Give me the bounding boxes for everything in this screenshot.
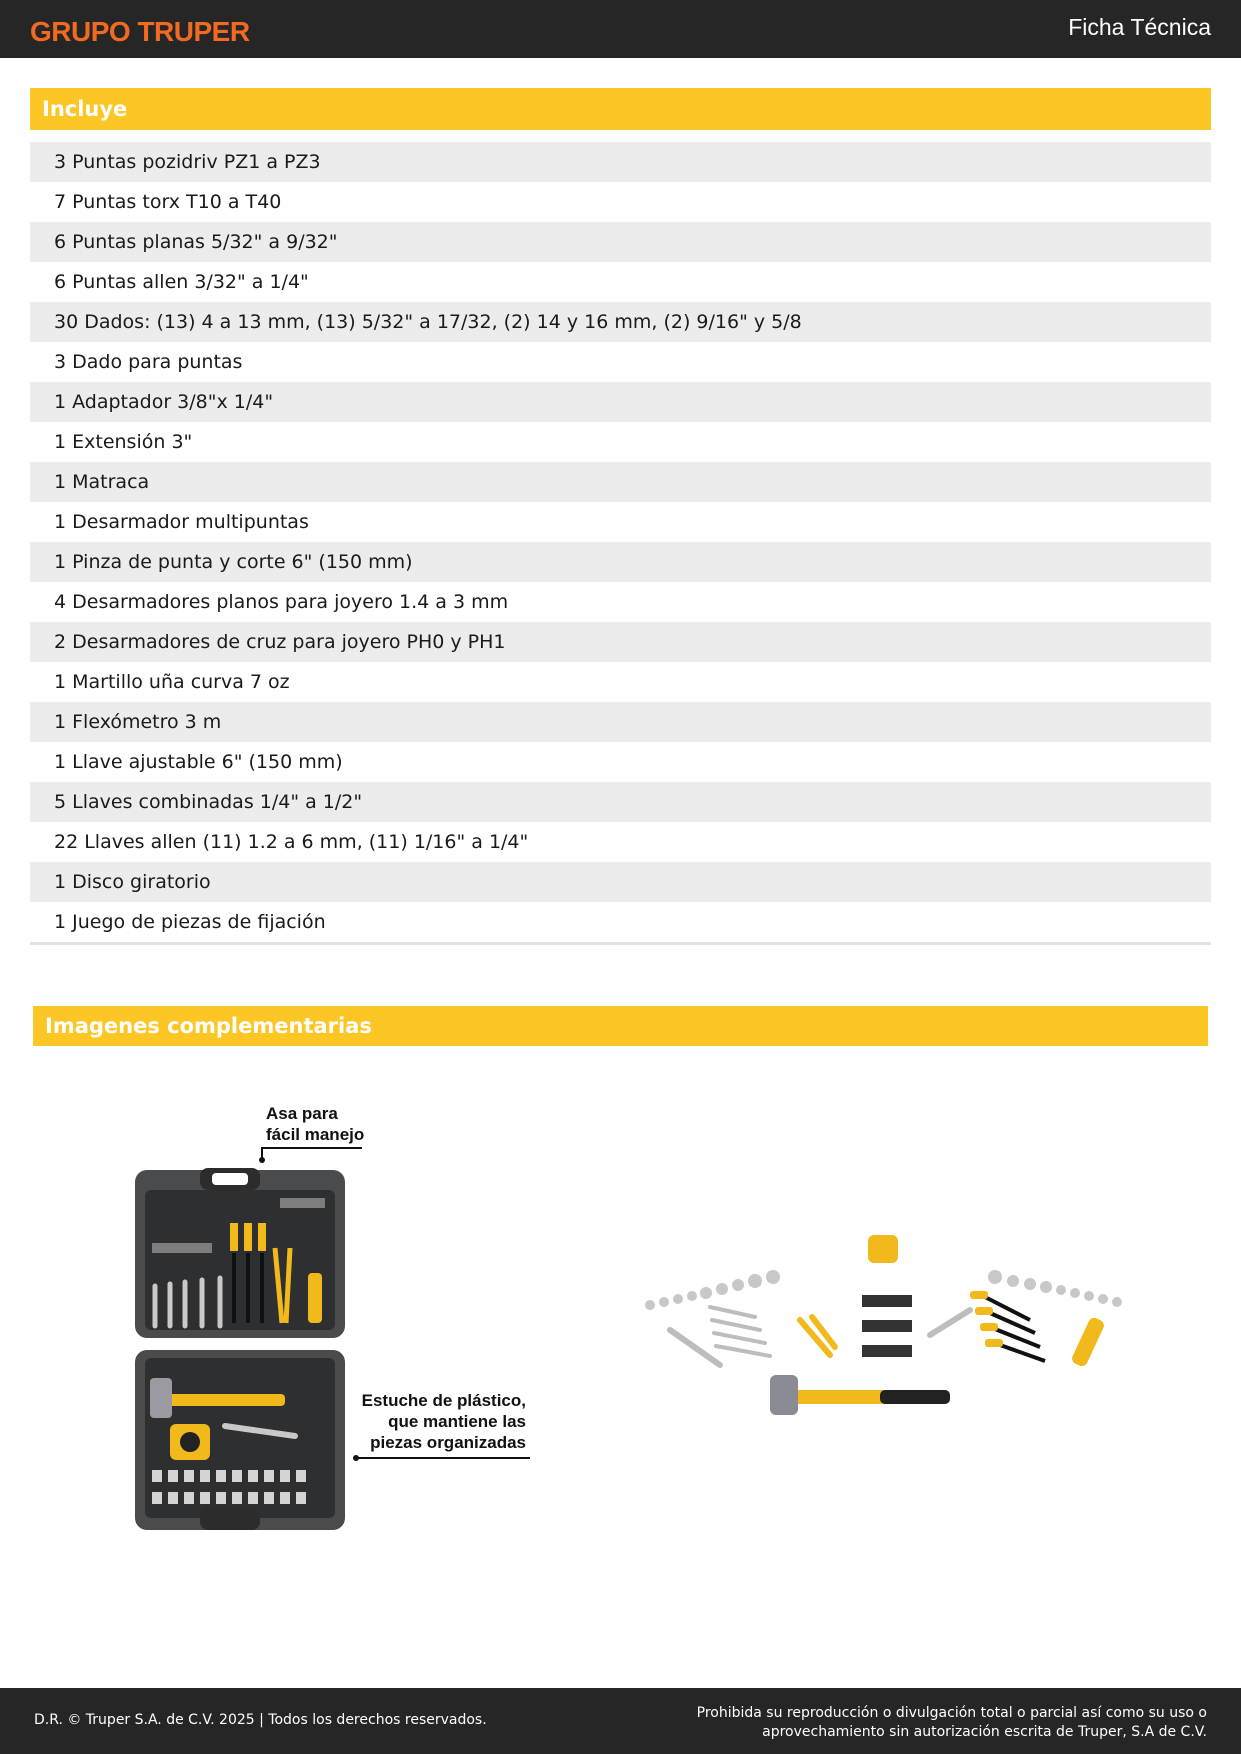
list-item: 5 Llaves combinadas 1/4" a 1/2" [30, 782, 1211, 822]
document-type-title: Ficha Técnica [1068, 14, 1211, 40]
list-item: 1 Llave ajustable 6" (150 mm) [30, 742, 1211, 782]
list-item: 1 Adaptador 3/8"x 1/4" [30, 382, 1211, 422]
list-item: 1 Martillo uña curva 7 oz [30, 662, 1211, 702]
list-item: 6 Puntas planas 5/32" a 9/32" [30, 222, 1211, 262]
list-item: 1 Matraca [30, 462, 1211, 502]
footer: D.R. © Truper S.A. de C.V. 2025 | Todos … [0, 1688, 1241, 1754]
list-item: 3 Dado para puntas [30, 342, 1211, 382]
list-item: 30 Dados: (13) 4 a 13 mm, (13) 5/32" a 1… [30, 302, 1211, 342]
section-header-incluye: Incluye [30, 88, 1211, 130]
list-item: 7 Puntas torx T10 a T40 [30, 182, 1211, 222]
top-bar: GRUPO TRUPER Ficha Técnica [0, 0, 1241, 58]
list-item: 22 Llaves allen (11) 1.2 a 6 mm, (11) 1/… [30, 822, 1211, 862]
list-item: 1 Juego de piezas de fijación [30, 902, 1211, 942]
list-item: 4 Desarmadores planos para joyero 1.4 a … [30, 582, 1211, 622]
list-item: 1 Flexómetro 3 m [30, 702, 1211, 742]
list-item: 1 Pinza de punta y corte 6" (150 mm) [30, 542, 1211, 582]
list-item: 1 Desarmador multipuntas [30, 502, 1211, 542]
tool-case-photo [135, 1147, 530, 1530]
list-item: 2 Desarmadores de cruz para joyero PH0 y… [30, 622, 1211, 662]
list-item: 1 Disco giratorio [30, 862, 1211, 902]
callout-case: Estuche de plástico, que mantiene las pi… [361, 1391, 526, 1452]
callout-handle: Asa para fácil manejo [266, 1104, 365, 1144]
copyright-notice: D.R. © Truper S.A. de C.V. 2025 | Todos … [34, 1712, 487, 1728]
list-item: 6 Puntas allen 3/32" a 1/4" [30, 262, 1211, 302]
list-item: 1 Extensión 3" [30, 422, 1211, 462]
brand-logo: GRUPO TRUPER [30, 16, 250, 47]
list-item: 3 Puntas pozidriv PZ1 a PZ3 [30, 142, 1211, 182]
tools-layout-photo [645, 1235, 1122, 1415]
legal-notice: Prohibida su reproducción o divulgación … [696, 1705, 1207, 1740]
section-header-imagenes: Imagenes complementarias [33, 1006, 1208, 1046]
